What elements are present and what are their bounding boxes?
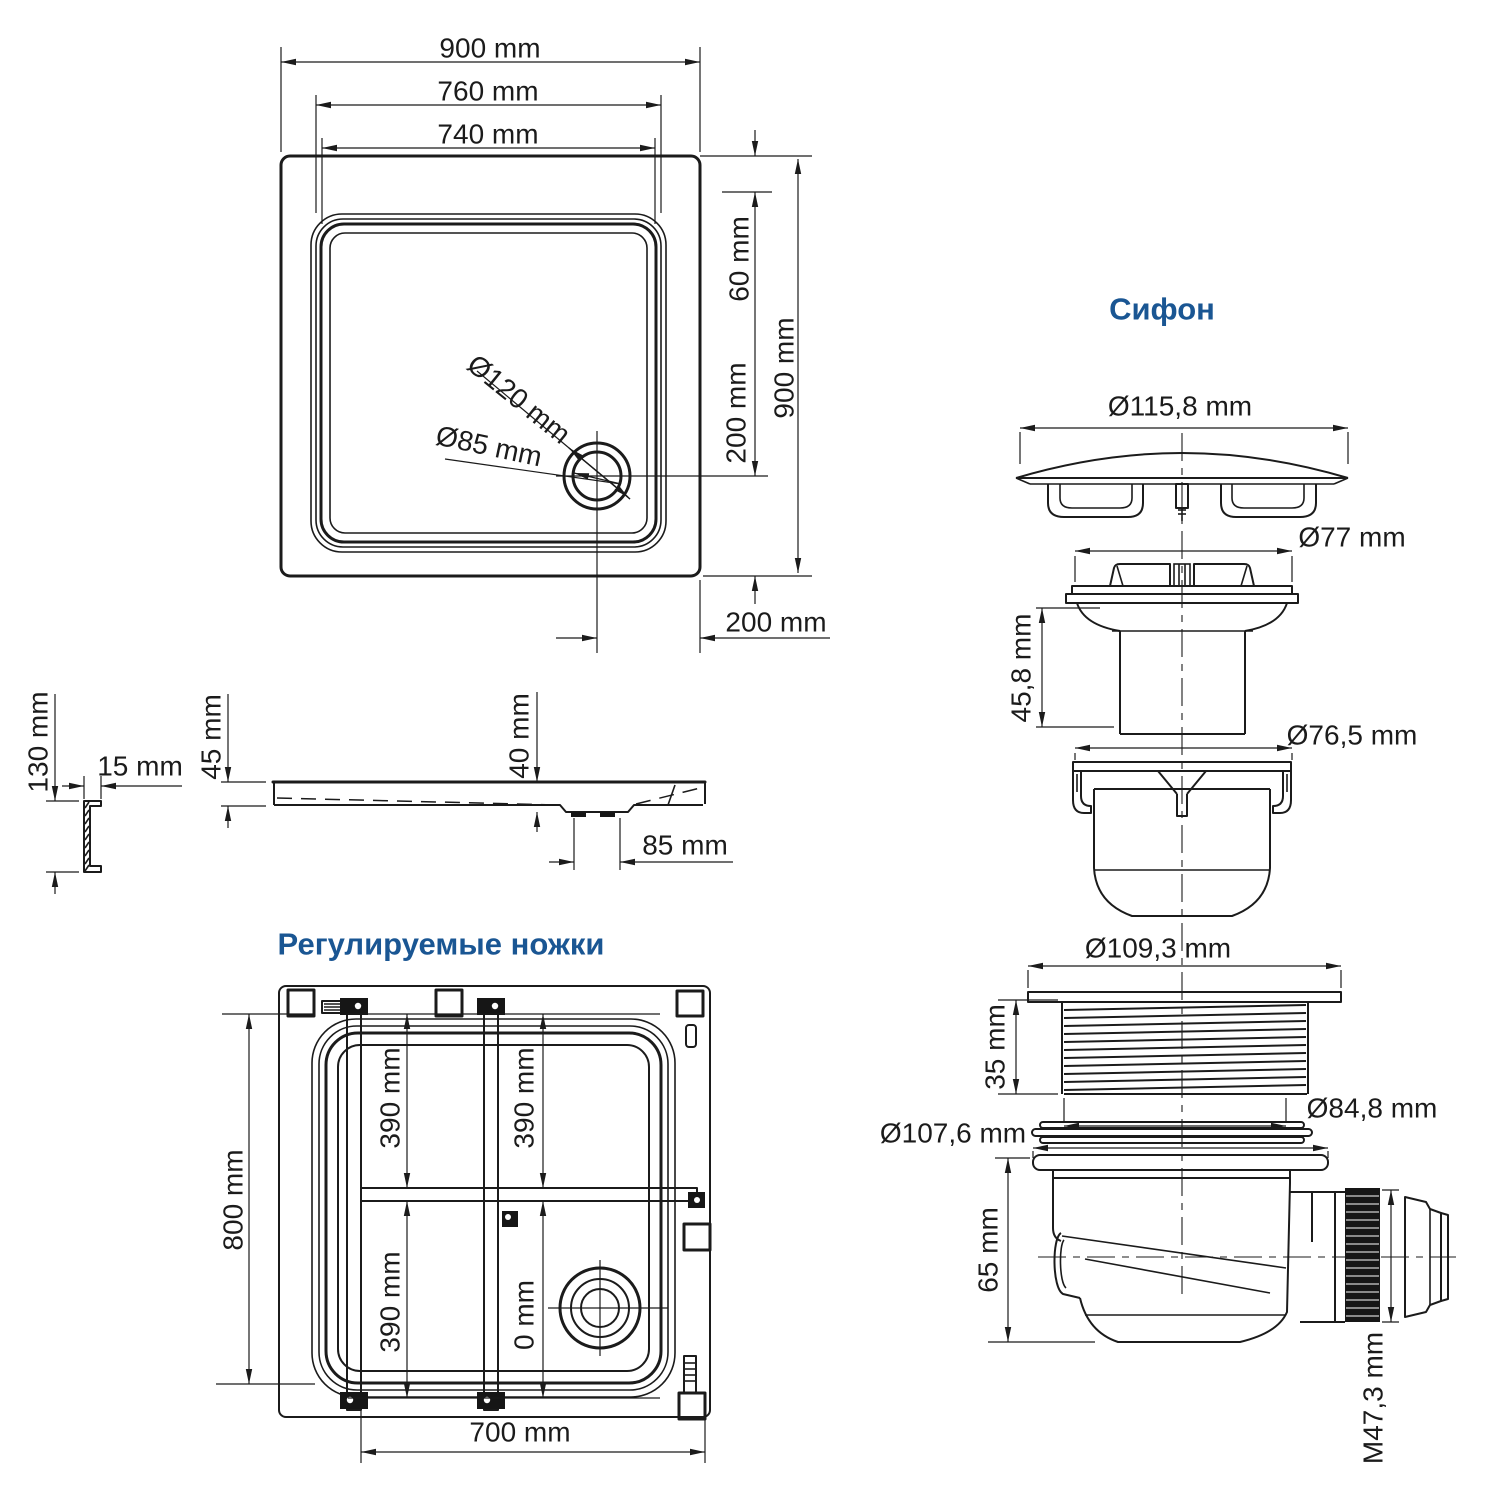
dim-outlet-thread: M47,3 mm <box>1358 1189 1399 1464</box>
tray-bottom-outline <box>278 985 711 1418</box>
dim-label-130: 130 mm <box>23 691 54 792</box>
dim-legs-height: 800 mm <box>216 1013 315 1385</box>
dim-panel-height: 130 mm <box>23 691 79 894</box>
dim-label-700: 700 mm <box>469 1417 570 1448</box>
dim-label-m473: M47,3 mm <box>1358 1332 1389 1464</box>
dim-label-65: 65 mm <box>973 1207 1004 1293</box>
top-view: 900 mm 760 mm 740 mm 60 mm 200 mm 900 mm <box>279 33 830 653</box>
tray-bottom-rim <box>311 1018 676 1398</box>
ring-threads <box>1063 1004 1307 1091</box>
siphon-cup <box>1072 761 1292 917</box>
dim-label-390-tl: 390 mm <box>375 1047 406 1148</box>
tray-rim-lines <box>310 213 667 553</box>
dim-body-height: 45,8 mm <box>1006 607 1114 728</box>
dim-ring-bottom: Ø84,8 mm <box>1063 1093 1438 1130</box>
rail-end-plates <box>340 998 705 1409</box>
dim-label-40: 40 mm <box>504 693 535 779</box>
dim-cup-diameter: Ø76,5 mm <box>1074 720 1418 760</box>
dim-gasket: Ø107,6 mm <box>880 1118 1329 1158</box>
dim-trap-height: 65 mm <box>973 1157 1095 1343</box>
dim-label-200-bottom: 200 mm <box>725 607 826 638</box>
legs-title: Регулируемые ножки <box>278 927 605 962</box>
siphon-cap <box>1015 452 1349 521</box>
dim-drain-offset-bottom: 200 mm <box>556 580 830 653</box>
dim-rim-width: 760 mm <box>315 76 662 213</box>
dim-label-cap: Ø115,8 mm <box>1108 391 1252 422</box>
dim-rail-spacings: 390 mm 390 mm 390 mm 0 mm <box>348 1013 660 1399</box>
dim-label-458: 45,8 mm <box>1006 614 1037 723</box>
dim-legs-width: 700 mm <box>360 1411 706 1463</box>
dim-label-740: 740 mm <box>437 119 538 150</box>
dim-label-390-tr: 390 mm <box>509 1047 540 1148</box>
dim-ring-top: Ø109,3 mm <box>1027 933 1342 988</box>
dim-label-0: 0 mm <box>509 1280 540 1350</box>
siphon-flange-body <box>1065 563 1299 735</box>
siphon-view: Сифон Ø115,8 mm <box>880 292 1456 1464</box>
bottom-right-grille <box>683 1355 697 1394</box>
dim-label-85: 85 mm <box>642 830 728 861</box>
dim-label-15: 15 mm <box>97 751 183 782</box>
dim-label-45: 45 mm <box>196 694 227 780</box>
threaded-ring <box>1027 991 1342 1095</box>
dim-label-60: 60 mm <box>724 216 755 302</box>
apron-panel-profile <box>83 800 102 873</box>
dim-label-35: 35 mm <box>980 1004 1011 1090</box>
dim-label-760: 760 mm <box>437 76 538 107</box>
legs-view: Регулируемые ножки <box>216 927 712 1463</box>
dim-label-cup: Ø76,5 mm <box>1287 720 1418 751</box>
drain-bottom-view <box>548 1260 668 1356</box>
dim-right-chain: 60 mm 200 mm 900 mm <box>700 130 812 604</box>
feet-pads <box>286 988 712 1421</box>
dim-label-flange: Ø77 mm <box>1298 522 1405 553</box>
trap-body <box>1032 1154 1449 1343</box>
dim-flange-diameter: Ø77 mm <box>1074 522 1406 582</box>
gasket <box>1031 1121 1313 1144</box>
dim-label-dia85: Ø85 mm <box>433 420 544 473</box>
dim-label-900-top: 900 mm <box>439 33 540 64</box>
dim-cap-diameter: Ø115,8 mm <box>1019 391 1349 464</box>
dim-basin-width: 740 mm <box>321 119 656 224</box>
side-view: 130 mm 15 mm 45 mm <box>23 691 733 894</box>
dim-drain-width: 85 mm <box>549 818 733 870</box>
dim-outer-width: 900 mm <box>280 33 701 152</box>
dim-label-800: 800 mm <box>218 1149 249 1250</box>
dim-label-ring-top: Ø109,3 mm <box>1085 933 1231 964</box>
tray-outer-edge <box>279 154 702 578</box>
dim-label-200-right: 200 mm <box>721 362 752 463</box>
tray-section <box>271 780 707 817</box>
dim-inner-depth: 40 mm <box>504 692 541 832</box>
dim-label-gasket: Ø107,6 mm <box>880 1118 1026 1149</box>
dim-panel-thickness: 15 mm <box>62 751 183 799</box>
dim-edge-height: 45 mm <box>196 694 266 828</box>
support-rails <box>340 998 705 1411</box>
dim-ring-height: 35 mm <box>980 999 1058 1095</box>
outlet-thread <box>1345 1188 1380 1322</box>
siphon-title: Сифон <box>1109 292 1215 327</box>
dim-label-ring-bottom: Ø84,8 mm <box>1307 1093 1438 1124</box>
dim-label-900-right: 900 mm <box>769 317 800 418</box>
dim-label-390-bl: 390 mm <box>375 1251 406 1352</box>
